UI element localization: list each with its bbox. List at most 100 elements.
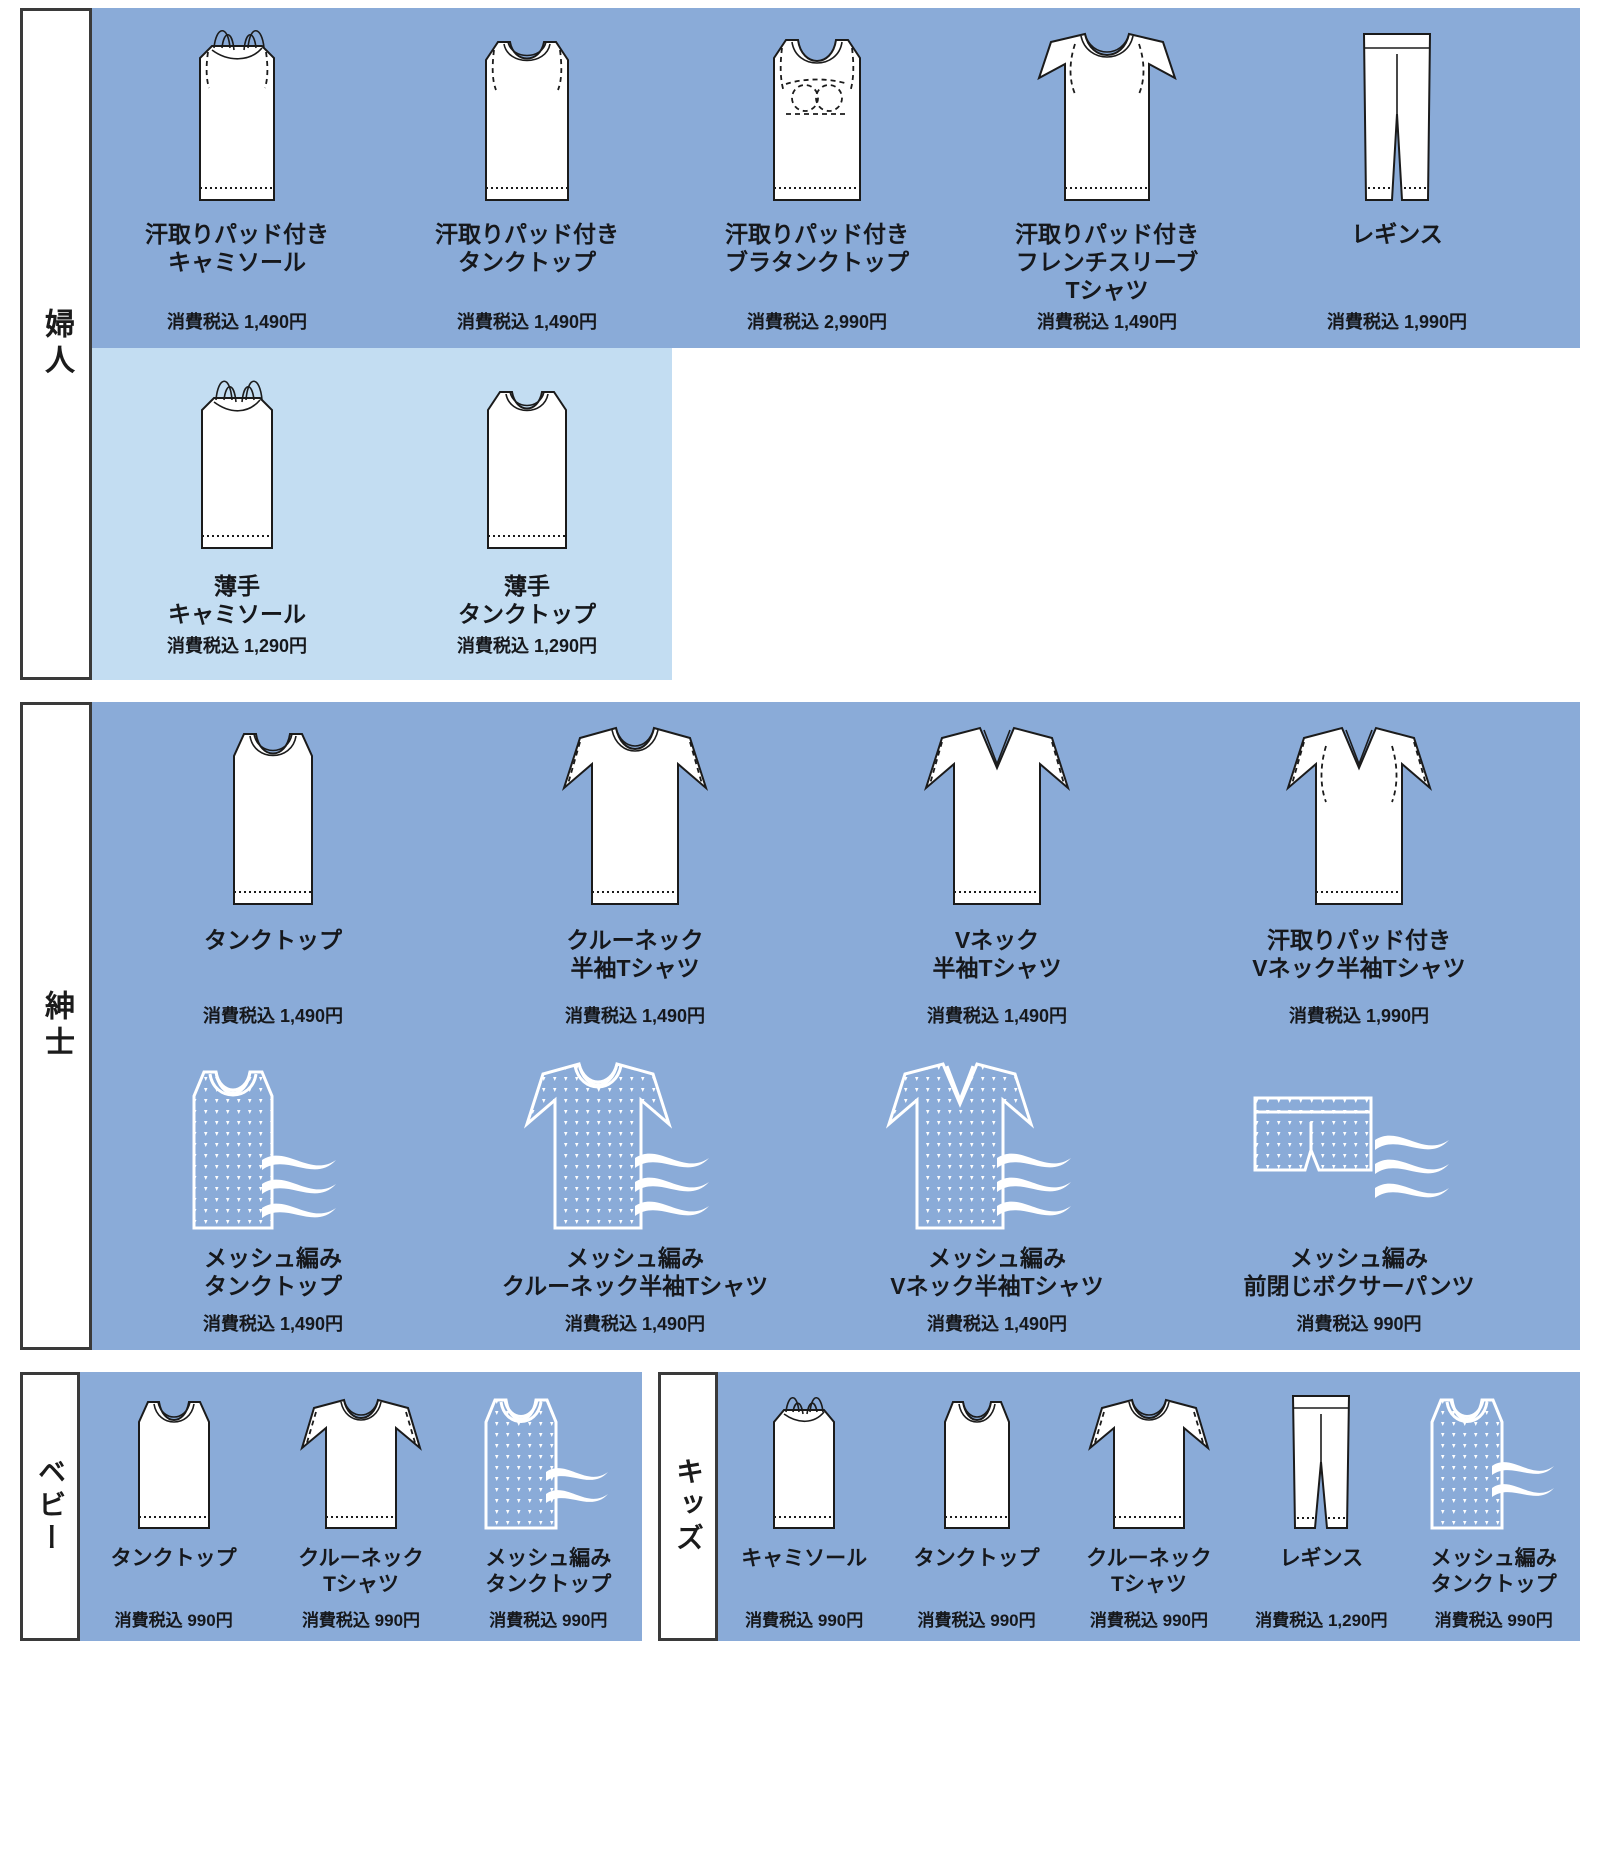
product-price: 消費税込 990円: [745, 1611, 864, 1631]
bottom-sections: ベビー タンクトップ: [20, 1372, 1580, 1642]
product-card[interactable]: クルーネック Tシャツ 消費税込 990円: [267, 1372, 454, 1641]
product-name: メッシュ編み タンクトップ: [485, 1547, 612, 1596]
product-name: タンクトップ: [110, 1547, 237, 1571]
women-panel: 汗取りパッド付き キャミソール 消費税込 1,490円: [92, 8, 1580, 348]
product-card[interactable]: 汗取りパッド付き ブラタンクトップ 消費税込 2,990円: [672, 8, 962, 348]
product-name: クルーネック Tシャツ: [298, 1547, 424, 1596]
product-card[interactable]: 汗取りパッド付き キャミソール 消費税込 1,490円: [92, 8, 382, 348]
product-name: 薄手 タンクトップ: [458, 573, 596, 628]
product-price: 消費税込 990円: [489, 1611, 608, 1631]
product-card[interactable]: レギンス 消費税込 1,990円: [1252, 8, 1542, 348]
women-row-2-wrapper: 薄手 キャミソール 消費税込 1,290円: [92, 348, 1580, 681]
mesh-tank-top-icon: [158, 1052, 388, 1234]
mesh-tank-top-icon: [460, 1386, 636, 1536]
mesh-v-neck-tshirt-icon: [869, 1052, 1125, 1234]
product-card[interactable]: 薄手 キャミソール 消費税込 1,290円: [92, 348, 382, 680]
product-card[interactable]: タンクトップ 消費税込 990円: [80, 1372, 267, 1641]
product-price: 消費税込 990円: [114, 1611, 233, 1631]
product-card[interactable]: 薄手 タンクトップ 消費税込 1,290円: [382, 348, 672, 680]
product-card[interactable]: メッシュ編み タンクトップ 消費税込 1,490円: [92, 1042, 454, 1350]
bra-tank-top-icon: [742, 18, 892, 208]
section-women: 婦人: [20, 8, 1580, 681]
leggings-icon: [1342, 18, 1452, 208]
section-gap: [20, 1350, 1580, 1372]
product-card[interactable]: タンクトップ 消費税込 1,490円: [92, 702, 454, 1042]
section-gap: [20, 680, 1580, 702]
product-card[interactable]: 汗取りパッド付き フレンチスリーブ Tシャツ 消費税込 1,490円: [962, 8, 1252, 348]
product-price: 消費税込 1,490円: [926, 1006, 1068, 1027]
camisole-icon: [162, 18, 312, 208]
pad-v-neck-tshirt-icon: [1264, 712, 1454, 912]
product-price: 消費税込 990円: [1296, 1314, 1422, 1335]
product-card[interactable]: タンクトップ 消費税込 990円: [890, 1372, 1062, 1641]
product-card[interactable]: クルーネック 半袖Tシャツ 消費税込 1,490円: [454, 702, 816, 1042]
product-price: 消費税込 1,490円: [1036, 312, 1178, 332]
product-name: 汗取りパッド付き Vネック半袖Tシャツ: [1252, 927, 1466, 982]
camisole-icon: [744, 1386, 864, 1536]
product-name: クルーネック Tシャツ: [1086, 1547, 1212, 1596]
product-price: 消費税込 1,290円: [456, 636, 598, 657]
category-label-kids: キッズ: [673, 1457, 704, 1557]
product-name: クルーネック 半袖Tシャツ: [566, 927, 704, 982]
product-name: 汗取りパッド付き ブラタンクトップ: [725, 221, 909, 276]
category-tab-kids: キッズ: [658, 1372, 718, 1642]
product-price: 消費税込 1,990円: [1288, 1006, 1430, 1027]
men-row-1: タンクトップ 消費税込 1,490円: [92, 702, 1580, 1042]
french-sleeve-tshirt-icon: [1019, 18, 1195, 208]
kids-panel: キャミソール 消費税込 990円: [718, 1372, 1580, 1642]
product-card[interactable]: メッシュ編み タンクトップ 消費税込 990円: [1408, 1372, 1580, 1641]
mesh-tank-top-icon: [1406, 1386, 1582, 1536]
crew-neck-tshirt-icon: [286, 1386, 436, 1536]
category-tab-women: 婦人: [20, 8, 92, 681]
baby-row: タンクトップ 消費税込 990円: [80, 1372, 642, 1641]
leggings-icon: [1273, 1386, 1369, 1536]
product-name: 汗取りパッド付き キャミソール: [145, 221, 329, 276]
product-card[interactable]: メッシュ編み Vネック半袖Tシャツ 消費税込 1,490円: [816, 1042, 1178, 1350]
product-price: 消費税込 1,490円: [202, 1314, 344, 1335]
product-price: 消費税込 990円: [301, 1611, 421, 1631]
product-price: 消費税込 1,490円: [564, 1006, 706, 1027]
product-card[interactable]: メッシュ編み 前閉じボクサーパンツ 消費税込 990円: [1178, 1042, 1540, 1350]
product-price: 消費税込 1,490円: [564, 1314, 706, 1335]
section-kids: キッズ: [658, 1372, 1580, 1642]
product-price: 消費税込 1,290円: [166, 636, 308, 657]
kids-row: キャミソール 消費税込 990円: [718, 1372, 1580, 1641]
tank-top-icon: [198, 712, 348, 912]
product-name: タンクトップ: [913, 1547, 1040, 1571]
women-row-2: 薄手 キャミソール 消費税込 1,290円: [92, 348, 672, 681]
category-tab-baby: ベビー: [20, 1372, 80, 1642]
product-card[interactable]: クルーネック Tシャツ 消費税込 990円: [1063, 1372, 1235, 1641]
product-card[interactable]: レギンス 消費税込 1,290円: [1235, 1372, 1407, 1641]
v-neck-tshirt-icon: [902, 712, 1092, 912]
product-name: タンクトップ: [204, 927, 342, 954]
crew-neck-tshirt-icon: [540, 712, 730, 912]
product-name: Vネック 半袖Tシャツ: [932, 927, 1062, 982]
product-price: 消費税込 990円: [1434, 1611, 1553, 1631]
product-price: 消費税込 1,490円: [926, 1314, 1068, 1335]
section-men: 紳士 タンクトップ 消費税込 1,490: [20, 702, 1580, 1351]
crew-neck-tshirt-icon: [1074, 1386, 1224, 1536]
category-label-women: 婦人: [40, 308, 73, 381]
product-price: 消費税込 1,490円: [166, 312, 308, 332]
thin-camisole-icon: [162, 358, 312, 558]
product-price: 消費税込 990円: [1089, 1611, 1209, 1631]
product-price: 消費税込 1,990円: [1326, 312, 1468, 332]
product-name: 汗取りパッド付き フレンチスリーブ Tシャツ: [1015, 221, 1199, 304]
women-row-2-empty-area: [672, 348, 1580, 681]
product-card[interactable]: 汗取りパッド付き タンクトップ 消費税込 1,490円: [382, 8, 672, 348]
product-card[interactable]: Vネック 半袖Tシャツ 消費税込 1,490円: [816, 702, 1178, 1042]
mesh-boxer-pants-icon: [1231, 1052, 1487, 1234]
product-card[interactable]: メッシュ編み クルーネック半袖Tシャツ 消費税込 1,490円: [454, 1042, 816, 1350]
thin-tank-top-icon: [452, 358, 602, 558]
product-card[interactable]: キャミソール 消費税込 990円: [718, 1372, 890, 1641]
product-price: 消費税込 2,990円: [746, 312, 888, 332]
product-card[interactable]: メッシュ編み タンクトップ 消費税込 990円: [455, 1372, 642, 1641]
baby-panel: タンクトップ 消費税込 990円: [80, 1372, 642, 1642]
product-price: 消費税込 1,290円: [1255, 1611, 1388, 1631]
women-row-1: 汗取りパッド付き キャミソール 消費税込 1,490円: [92, 8, 1580, 348]
product-card[interactable]: 汗取りパッド付き Vネック半袖Tシャツ 消費税込 1,990円: [1178, 702, 1540, 1042]
category-tab-men: 紳士: [20, 702, 92, 1351]
product-name: メッシュ編み Vネック半袖Tシャツ: [890, 1245, 1104, 1300]
product-price: 消費税込 990円: [917, 1611, 1036, 1631]
